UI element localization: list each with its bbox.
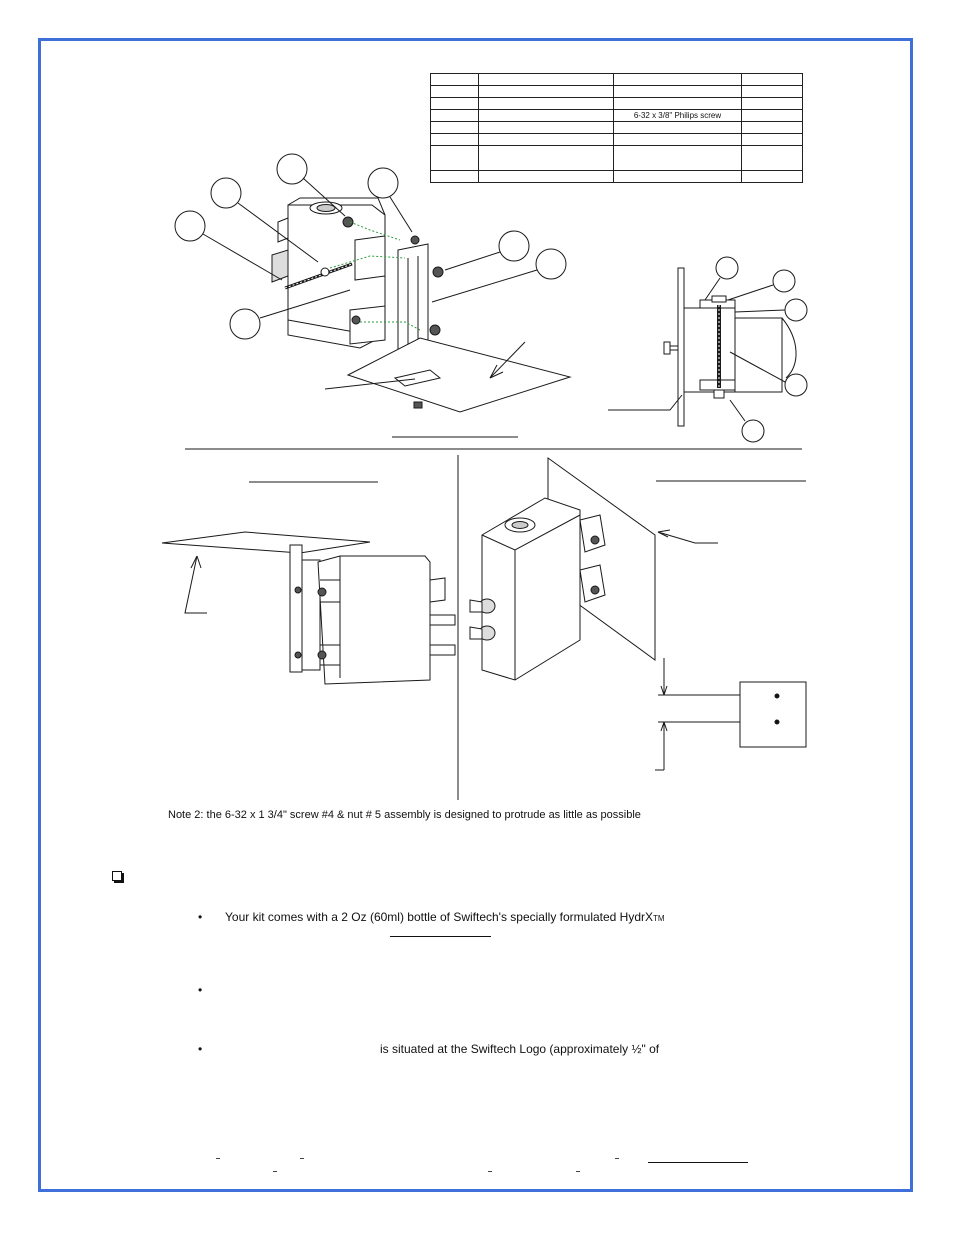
parts-table: 6-32 x 3/8" Philips screw <box>430 73 803 183</box>
checkbox-icon <box>112 871 122 881</box>
bullet-icon: • <box>198 983 203 997</box>
bullet-text-1-body: Your kit comes with a 2 Oz (60ml) bottle… <box>225 910 654 924</box>
underline-mark <box>390 936 491 937</box>
note-2: Note 2: the 6-32 x 1 3/4" screw #4 & nut… <box>168 809 641 821</box>
residual-mark <box>273 1171 277 1172</box>
side-view-drawing <box>608 256 808 443</box>
bullet-icon: • <box>198 1042 203 1056</box>
bullet-text-3: is situated at the Swiftech Logo (approx… <box>380 1042 660 1056</box>
residual-mark <box>488 1171 492 1172</box>
residual-mark <box>576 1171 580 1172</box>
residual-mark <box>216 1158 220 1159</box>
underline-mark <box>648 1162 748 1163</box>
table-cell <box>478 145 614 171</box>
right-mount-drawing <box>469 457 807 771</box>
left-mount-drawing <box>161 481 456 685</box>
table-row <box>430 133 803 146</box>
bullet-text-1: Your kit comes with a 2 Oz (60ml) bottle… <box>225 910 665 924</box>
page-border <box>38 38 913 1192</box>
bullet-icon: • <box>198 910 203 924</box>
table-row <box>430 170 803 183</box>
exploded-view-drawing <box>174 153 572 438</box>
residual-mark <box>615 1158 619 1159</box>
residual-mark <box>300 1158 304 1159</box>
trademark-mark: TM <box>653 914 665 923</box>
table-cell <box>741 170 803 183</box>
